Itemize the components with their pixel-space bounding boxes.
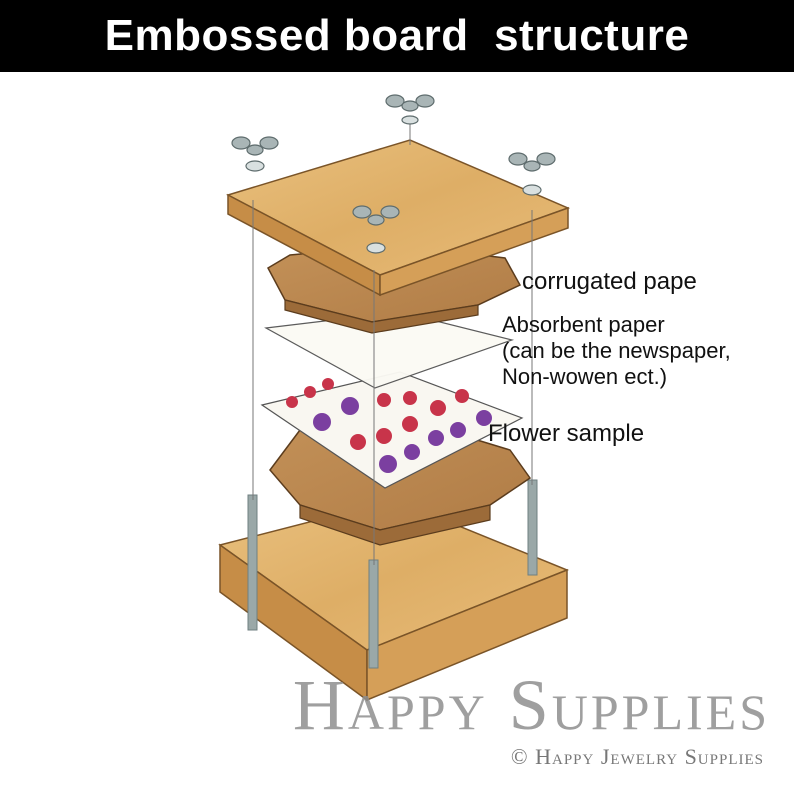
flower-samples [286, 378, 492, 473]
wing-nut-icon [231, 136, 279, 172]
bolt-rods [247, 479, 538, 669]
label-absorbent-3: Non-wowen ect.) [502, 364, 668, 389]
bottom-board [218, 499, 570, 702]
wing-nut-icon [385, 94, 435, 125]
wing-nut-icon [352, 205, 400, 254]
label-absorbent-1: Absorbent paper [502, 312, 665, 337]
guide-lines [252, 120, 533, 565]
label-corrugated: corrugated pape [522, 268, 697, 295]
title-bar: Embossed board structure [0, 0, 794, 72]
wing-nut-icon [508, 152, 556, 196]
page-title: Embossed board structure [104, 11, 690, 60]
label-absorbent-2: (can be the newspaper, [502, 338, 731, 363]
flower-sheet [260, 371, 524, 489]
top-board [226, 139, 571, 297]
wing-nut-icons [231, 94, 556, 254]
watermark-copyright: © Happy Jewelry Supplies [510, 744, 764, 769]
watermark-brand: Happy Supplies [292, 665, 770, 745]
label-flower: Flower sample [488, 420, 645, 447]
